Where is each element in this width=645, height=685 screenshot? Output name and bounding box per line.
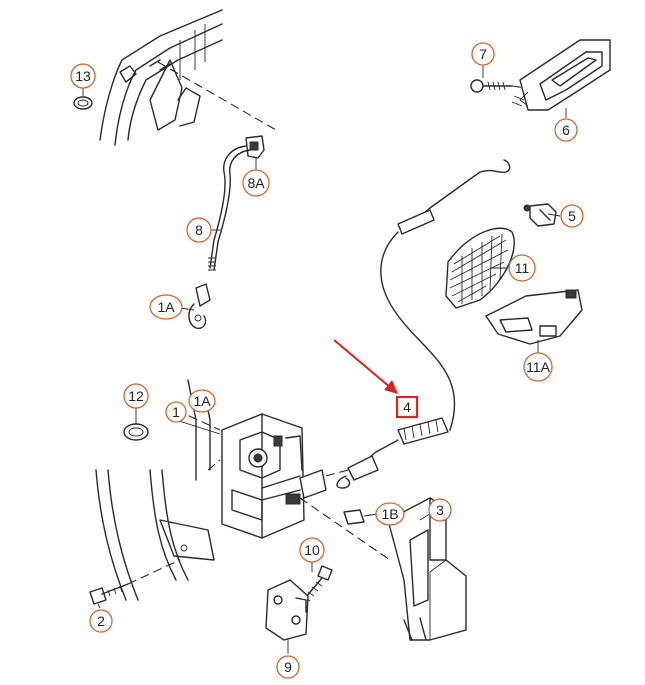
callout-9[interactable]: 9 xyxy=(276,655,300,679)
svg-text:1: 1 xyxy=(172,404,180,420)
guide-line-frame xyxy=(157,61,277,131)
callout-13[interactable]: 13 xyxy=(70,63,96,89)
svg-text:1A: 1A xyxy=(157,299,175,315)
bracket-11A xyxy=(485,289,583,345)
guide-line-cover xyxy=(299,497,391,561)
svg-text:4: 4 xyxy=(403,399,411,415)
bowden-cable-4 xyxy=(336,159,511,489)
callout-8A[interactable]: 8A xyxy=(242,169,270,197)
callout-7[interactable]: 7 xyxy=(471,42,495,66)
callout-3[interactable]: 3 xyxy=(428,498,452,522)
svg-text:3: 3 xyxy=(436,502,444,518)
svg-text:6: 6 xyxy=(562,122,570,138)
door-frame-upper xyxy=(99,9,223,146)
grommet-12 xyxy=(123,423,149,441)
callout-8[interactable]: 8 xyxy=(186,217,212,243)
svg-text:12: 12 xyxy=(128,388,144,404)
callout-1B[interactable]: 1B xyxy=(375,502,405,526)
svg-text:1B: 1B xyxy=(381,506,398,522)
guide-line-cable xyxy=(325,469,349,477)
svg-text:9: 9 xyxy=(284,659,292,675)
grommet-13 xyxy=(73,96,93,110)
cable-clip-5 xyxy=(523,203,557,227)
callout-1A-mid[interactable]: 1A xyxy=(188,389,216,413)
svg-text:11A: 11A xyxy=(526,359,551,375)
svg-text:5: 5 xyxy=(568,208,576,224)
callout-1A-top[interactable]: 1A xyxy=(149,294,183,320)
svg-text:13: 13 xyxy=(75,68,91,84)
svg-text:11: 11 xyxy=(515,260,530,276)
door-lock-1 xyxy=(221,413,327,539)
callout-6[interactable]: 6 xyxy=(554,118,578,142)
callout-2[interactable]: 2 xyxy=(89,609,113,633)
rod-end-1A xyxy=(188,283,211,330)
callout-12[interactable]: 12 xyxy=(123,383,149,409)
svg-text:8A: 8A xyxy=(247,175,265,191)
svg-text:10: 10 xyxy=(304,542,320,558)
svg-text:2: 2 xyxy=(97,613,105,629)
clip-8A xyxy=(245,135,265,159)
callout-11[interactable]: 11 xyxy=(508,254,536,282)
plate-9 xyxy=(265,579,309,641)
callout-1[interactable]: 1 xyxy=(165,401,187,423)
red-pointer-arrow xyxy=(333,339,398,394)
guide-line-bolt xyxy=(127,559,181,585)
inner-handle-6 xyxy=(511,39,611,111)
screw-7 xyxy=(470,79,513,93)
callout-11A[interactable]: 11A xyxy=(523,352,553,382)
mesh-cover-11 xyxy=(445,227,515,309)
svg-text:1A: 1A xyxy=(193,393,211,409)
callout-10[interactable]: 10 xyxy=(299,537,325,563)
callout-5[interactable]: 5 xyxy=(560,204,584,228)
block-1B xyxy=(343,509,365,525)
svg-text:7: 7 xyxy=(479,46,487,62)
door-frame-lower xyxy=(95,379,215,601)
rod-8 xyxy=(208,145,251,271)
svg-text:8: 8 xyxy=(195,222,203,238)
callout-4-highlight[interactable]: 4 xyxy=(395,395,419,419)
lock-cover-3 xyxy=(387,497,467,641)
bolt-2 xyxy=(89,583,129,605)
